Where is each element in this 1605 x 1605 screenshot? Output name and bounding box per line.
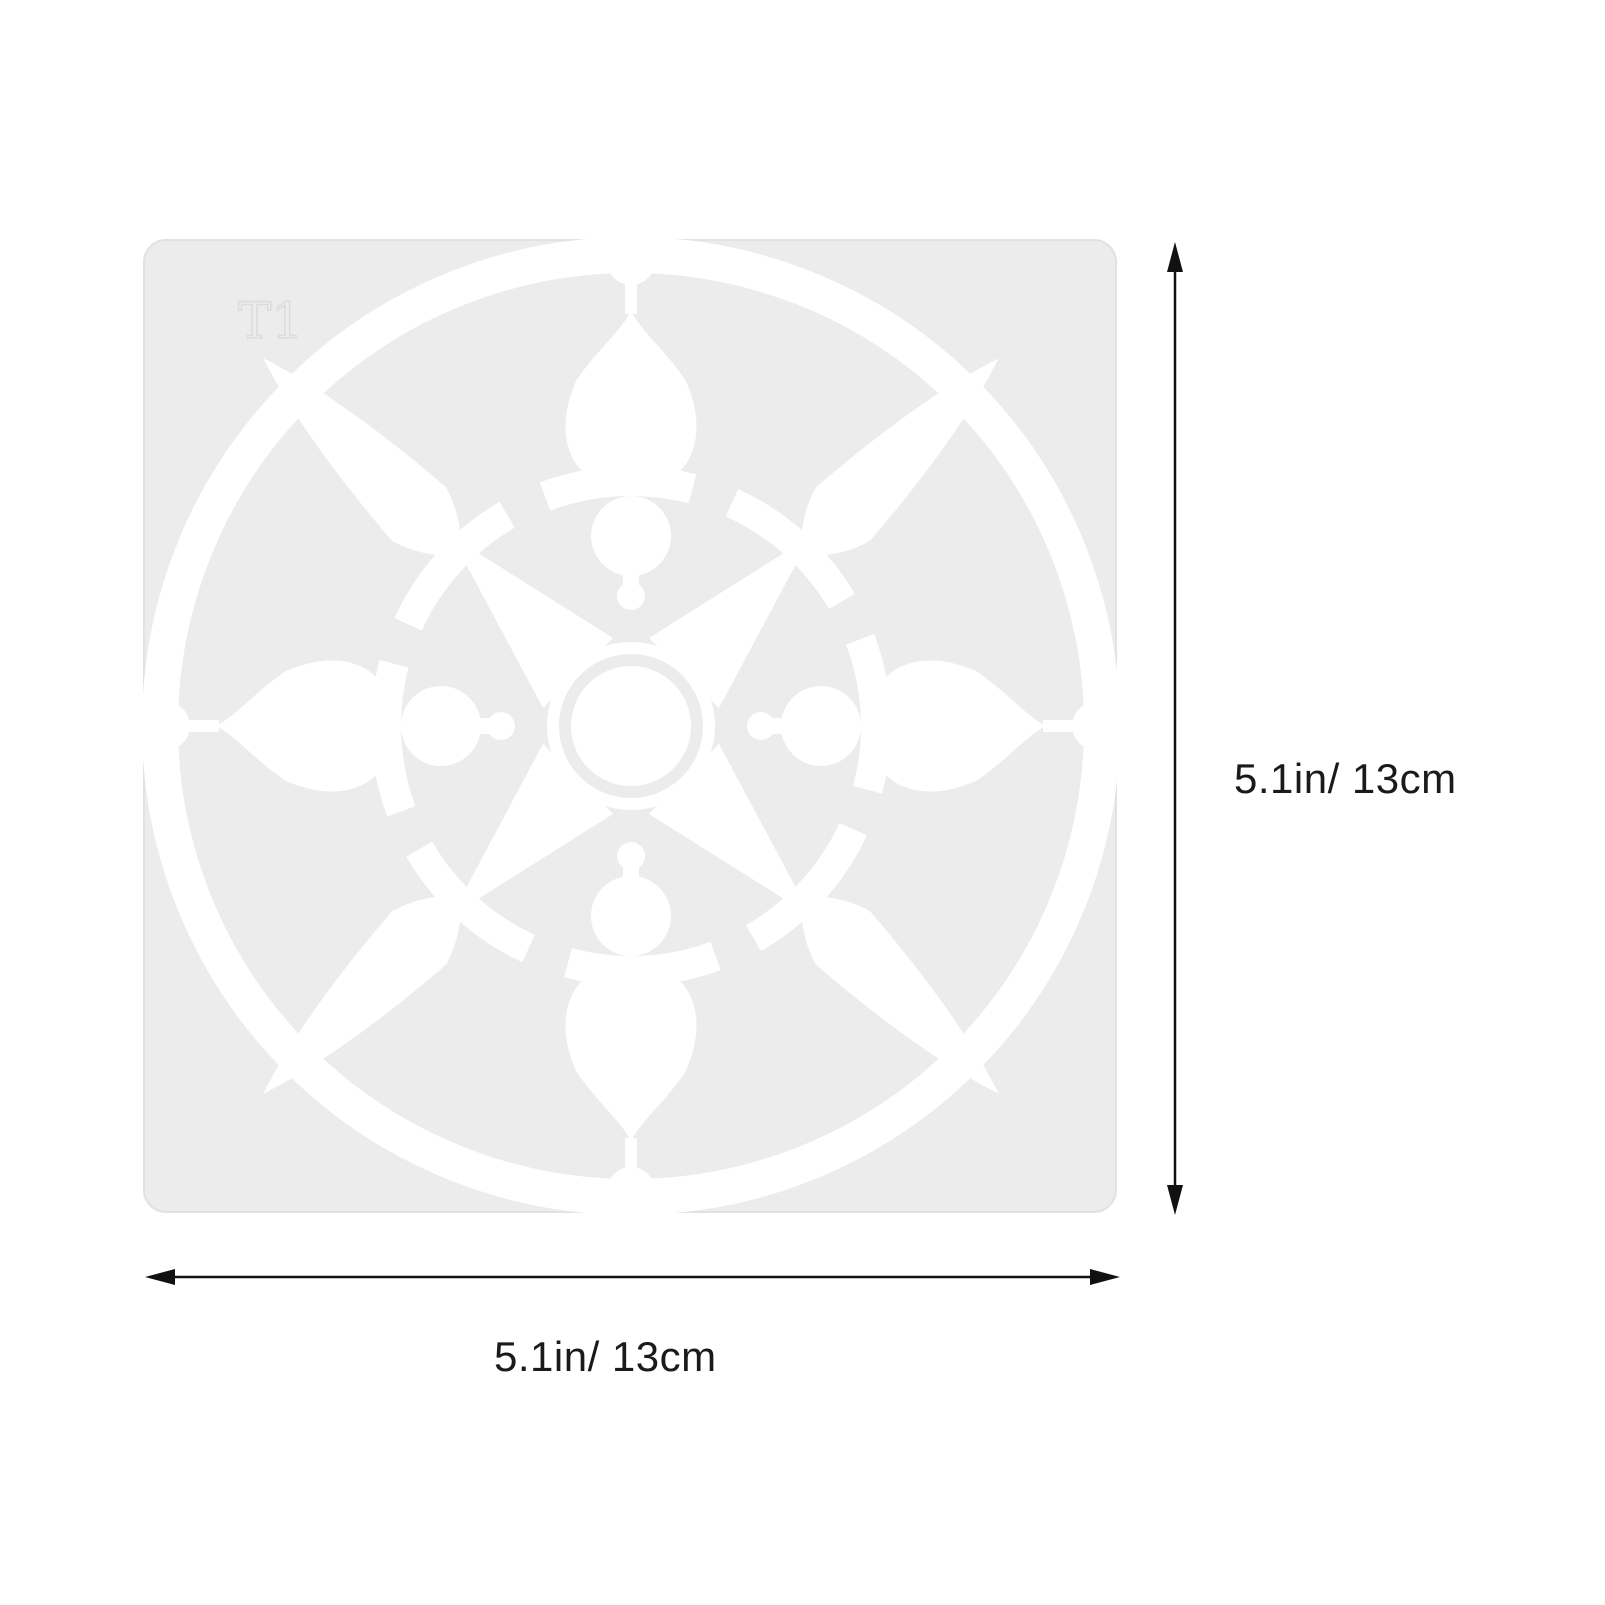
stencil-code: T1 — [238, 292, 303, 350]
center-hub-cutout — [571, 666, 691, 786]
center-ring-cutout — [547, 642, 715, 810]
inner-ring-cutout — [371, 466, 891, 986]
height-dimension-label: 5.1in/ 13cm — [1234, 755, 1457, 802]
width-dimension-arrow — [145, 1269, 1120, 1285]
height-dimension-arrow — [1167, 242, 1183, 1215]
stencil-pattern — [142, 237, 1120, 1215]
width-dimension-label: 5.1in/ 13cm — [494, 1333, 717, 1380]
star-points — [451, 536, 811, 916]
